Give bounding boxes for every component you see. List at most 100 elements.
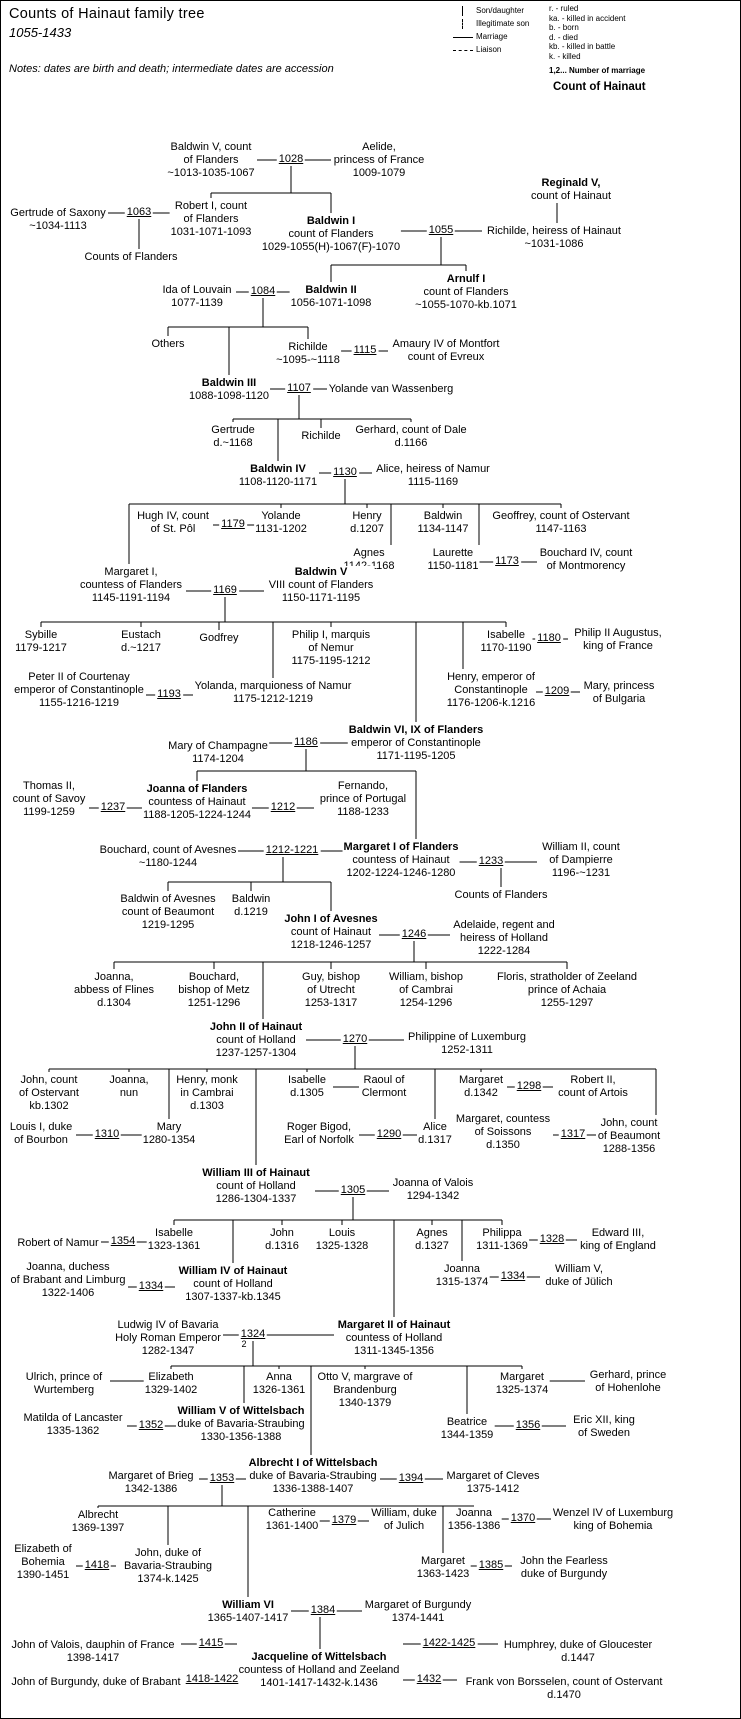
person-philip2-augustus: Philip II Augustus,king of France bbox=[573, 627, 663, 653]
person-text-line: 1311-1369 bbox=[476, 1240, 528, 1252]
marriage-label-1370: 1370 bbox=[508, 1512, 538, 1525]
person-text-line: Bouchard, count of Avesnes bbox=[99, 844, 237, 856]
person-text-line: Philip I, marquis bbox=[291, 629, 371, 641]
person-text-line: d.1305 bbox=[290, 1087, 324, 1099]
person-text-line: 1390-1451 bbox=[16, 1569, 70, 1581]
person-counts-of-flanders-1: Counts of Flanders bbox=[83, 251, 179, 264]
person-text-line: Philip II Augustus, bbox=[574, 627, 662, 639]
person-text-line: 1029-1055(H)-1067(F)-1070 bbox=[261, 241, 401, 253]
person-text-line: d.1303 bbox=[190, 1100, 224, 1112]
v-solid-line-icon bbox=[453, 5, 473, 16]
marriage-label-1169: 1169 bbox=[211, 584, 239, 597]
person-text-line: Counts of Flanders bbox=[454, 889, 548, 901]
person-john-burgundy-brabant: John of Burgundy, duke of Brabant bbox=[10, 1676, 182, 1689]
person-text-line: count of Beaumont bbox=[121, 906, 215, 918]
person-text-line: Isabelle bbox=[487, 629, 525, 641]
person-text-line: 1294-1342 bbox=[406, 1190, 460, 1202]
person-text-line: of Utrecht bbox=[307, 984, 355, 996]
person-text-line: 1009-1079 bbox=[352, 167, 406, 179]
person-text-line: ~1013-1035-1067 bbox=[167, 167, 255, 179]
person-text-line: 1155-1216-1219 bbox=[39, 697, 119, 709]
marriage-label-1107: 1107 bbox=[285, 382, 313, 395]
person-text-line: Bavaria-Straubing bbox=[123, 1560, 213, 1572]
person-text-line: king of France bbox=[583, 640, 653, 652]
person-text-line: Henry bbox=[352, 510, 382, 522]
person-text-line: 1171-1195-1205 bbox=[376, 750, 456, 762]
person-text-line: Philippa bbox=[482, 1227, 522, 1239]
person-text-line: Robert II, bbox=[570, 1074, 616, 1086]
person-text-line: 1199-1259 bbox=[23, 806, 75, 818]
person-text-line: Richilde bbox=[301, 430, 341, 442]
person-text-line: 1280-1354 bbox=[142, 1134, 196, 1146]
person-text-line: Earl of Norfolk bbox=[284, 1134, 354, 1146]
person-text-line: 1255-1297 bbox=[540, 997, 594, 1009]
person-text-line: Henry, emperor of bbox=[447, 671, 535, 683]
person-text-line: Fernando, bbox=[337, 780, 389, 792]
person-text-line: Margaret II of Hainaut bbox=[337, 1319, 451, 1331]
person-text-line: Louis I, duke bbox=[9, 1121, 73, 1133]
person-text-line: 1202-1224-1246-1280 bbox=[346, 867, 456, 879]
v-dashed-line-icon bbox=[453, 18, 473, 29]
page-title: Counts of Hainaut family tree bbox=[9, 6, 205, 22]
person-text-line: 1323-1361 bbox=[147, 1240, 201, 1252]
person-text-line: Louis bbox=[328, 1227, 356, 1239]
person-text-line: d.1207 bbox=[350, 523, 384, 535]
person-text-line: Hugh IV, count bbox=[137, 510, 209, 522]
marriage-label-1334: 1334 bbox=[136, 1280, 166, 1293]
person-text-line: of Flanders bbox=[183, 154, 239, 166]
person-text-line: count of Hainaut bbox=[530, 190, 612, 202]
marriage-label-2: 2 bbox=[240, 1339, 248, 1349]
marriage-label-1354: 1354 bbox=[108, 1235, 138, 1248]
person-text-line: d.~1168 bbox=[213, 437, 253, 449]
person-text-line: Margaret bbox=[420, 1555, 466, 1567]
legend-item-v-dashed: Illegitimate son bbox=[453, 17, 541, 30]
person-text-line: 1179-1217 bbox=[15, 642, 67, 654]
legend-abbreviation: b. - born bbox=[549, 23, 579, 32]
person-text-line: 1307-1337-kb.1345 bbox=[185, 1291, 281, 1303]
person-text-line: duke of Jülich bbox=[545, 1276, 613, 1288]
person-text-line: nun bbox=[119, 1087, 139, 1099]
marriage-label-1310: 1310 bbox=[92, 1128, 122, 1141]
person-text-line: 1077-1139 bbox=[171, 297, 223, 309]
legend-abbreviation: d. - died bbox=[549, 32, 578, 42]
person-text-line: Baldwin V bbox=[294, 566, 348, 578]
marriage-label-1115: 1115 bbox=[351, 344, 379, 357]
person-text-line: princess of France bbox=[333, 154, 425, 166]
marriage-label-1180: 1180 bbox=[535, 632, 563, 645]
person-text-line: Joanna, duchess bbox=[26, 1261, 110, 1273]
legend-abbreviation: kb. - killed in battle bbox=[549, 42, 616, 51]
person-text-line: John the Fearless bbox=[520, 1555, 608, 1567]
person-text-line: 1131-1202 bbox=[255, 523, 307, 535]
marriage-label-1246: 1246 bbox=[399, 928, 429, 941]
person-text-line: William, bishop bbox=[389, 971, 463, 983]
person-text-line: d.1317 bbox=[418, 1134, 452, 1146]
person-text-line: Margaret of Brieg bbox=[108, 1470, 194, 1482]
person-text-line: count of Flanders bbox=[423, 286, 509, 298]
person-text-line: of Julich bbox=[383, 1520, 425, 1532]
person-text-line: Matilda of Lancaster bbox=[23, 1412, 123, 1424]
person-text-line: Ida of Louvain bbox=[162, 284, 232, 296]
person-text-line: Gerhard, count of Dale bbox=[355, 424, 467, 436]
marriage-label-1212: 1212 bbox=[268, 801, 298, 814]
person-text-line: Jacqueline of Wittelsbach bbox=[251, 1651, 387, 1663]
person-text-line: Gertrude of Saxony bbox=[10, 207, 106, 219]
person-text-line: 1340-1379 bbox=[338, 1397, 392, 1409]
